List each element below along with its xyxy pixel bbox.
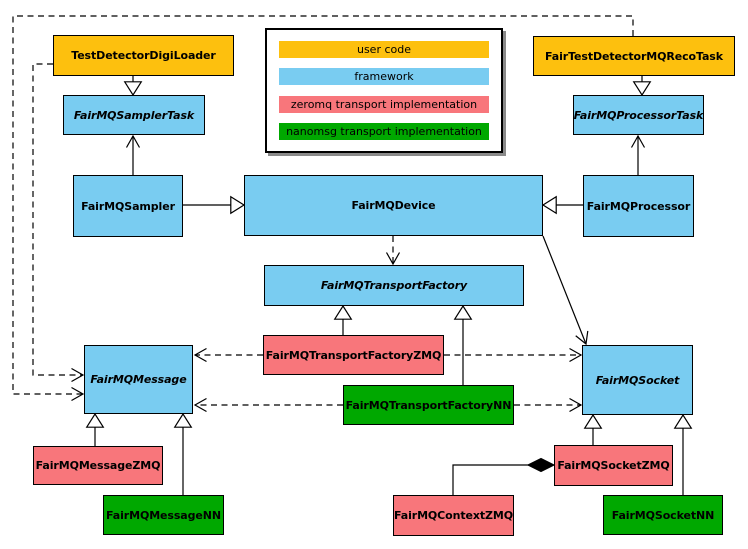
legend-item-nanomsg: nanomsg transport implementation xyxy=(279,123,489,141)
node-fairmqmessagezmq: FairMQMessageZMQ xyxy=(33,446,163,485)
legend-item-user-code: user code xyxy=(279,40,489,58)
node-fairmqsocket: FairMQSocket xyxy=(582,345,693,415)
node-testdetectordigiloader: TestDetectorDigiLoader xyxy=(53,35,234,76)
node-fairmqtransportfactorynn: FairMQTransportFactoryNN xyxy=(343,385,514,425)
legend: user code framework zeromq transport imp… xyxy=(265,28,503,153)
node-fairmqprocessortask: FairMQProcessorTask xyxy=(573,95,704,135)
node-fairmqsampler: FairMQSampler xyxy=(73,175,183,237)
node-fairmqtransportfactoryzmq: FairMQTransportFactoryZMQ xyxy=(263,335,444,375)
node-fairmqdevice: FairMQDevice xyxy=(244,175,543,236)
node-fairmqcontextzmq: FairMQContextZMQ xyxy=(393,495,514,536)
legend-item-zeromq: zeromq transport implementation xyxy=(279,95,489,113)
node-fairmqmessagenn: FairMQMessageNN xyxy=(103,495,224,535)
composition-diamond-icon xyxy=(526,457,556,473)
edge-recotask-to-message xyxy=(12,15,634,402)
node-fairmqsamplertask: FairMQSamplerTask xyxy=(63,95,205,135)
node-fairmqsocketzmq: FairMQSocketZMQ xyxy=(554,445,673,486)
edge-contextzmq-to-socketzmq xyxy=(452,464,529,495)
node-fairmqtransportfactory: FairMQTransportFactory xyxy=(264,265,524,306)
node-fairmqprocessor: FairMQProcessor xyxy=(583,175,694,237)
node-fairtestdetectormqrecotask: FairTestDetectorMQRecoTask xyxy=(533,36,735,76)
legend-item-framework: framework xyxy=(279,68,489,86)
node-fairmqmessage: FairMQMessage xyxy=(84,345,193,414)
node-fairmqsocketnn: FairMQSocketNN xyxy=(603,495,723,535)
edge-device-to-socket xyxy=(542,235,589,346)
